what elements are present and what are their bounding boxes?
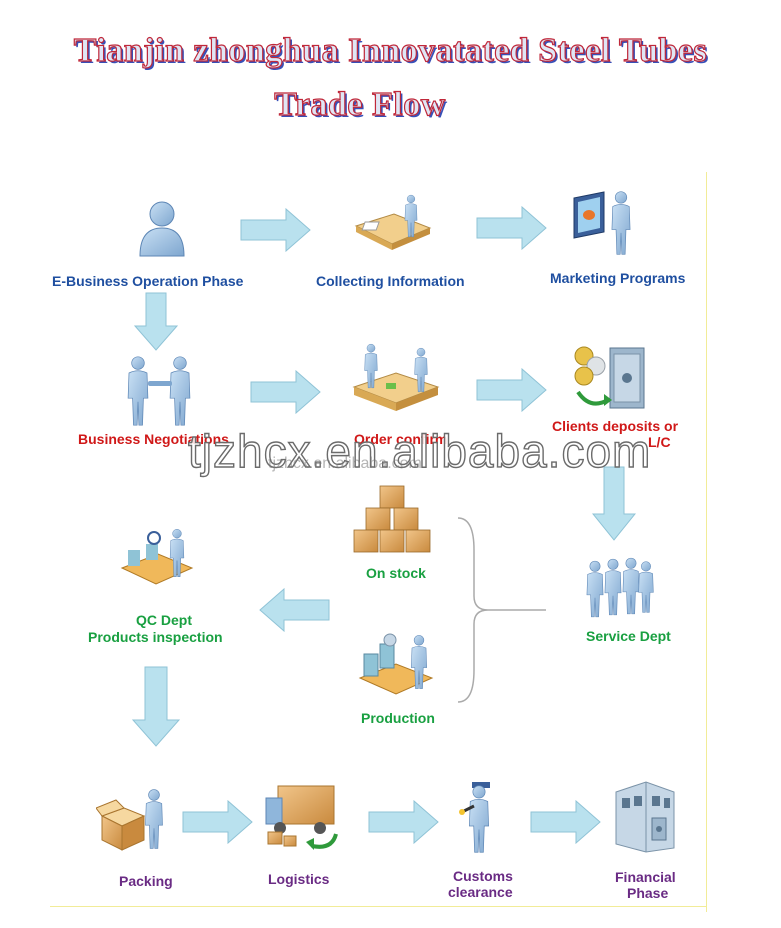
packing-label: Packing bbox=[119, 873, 173, 889]
logistics-truck-icon bbox=[262, 780, 342, 852]
deposits-label-line1: Clients deposits or bbox=[552, 418, 679, 434]
qc-label-line2: Products inspection bbox=[88, 629, 223, 645]
arrow-deposits-to-service bbox=[592, 466, 636, 541]
marketing-label: Marketing Programs bbox=[550, 270, 686, 286]
negotiations-label: Business Negotiations bbox=[78, 431, 229, 447]
marketing-screen-icon bbox=[570, 188, 640, 258]
order-label: Order confirm bbox=[354, 431, 448, 447]
customs-label-line2: clearance bbox=[448, 884, 513, 900]
ebusiness-person-icon bbox=[132, 198, 192, 258]
negotiations-handshake-icon bbox=[122, 355, 198, 427]
production-label: Production bbox=[361, 710, 435, 726]
arrow-ebusiness-to-negotiations bbox=[134, 292, 178, 351]
arrow-order-to-deposits bbox=[476, 368, 547, 412]
financial-label-line1: Financial bbox=[615, 869, 676, 885]
watermark-small: tjzhcx.en.alibaba.com bbox=[268, 455, 422, 472]
on-stock-label: On stock bbox=[366, 565, 426, 581]
collecting-label: Collecting Information bbox=[316, 273, 465, 289]
customs-label-line1: Customs bbox=[453, 868, 513, 884]
arrow-packing-to-logistics bbox=[182, 800, 253, 844]
frame-right-line bbox=[706, 172, 707, 912]
arrow-ebusiness-to-collecting bbox=[240, 208, 311, 252]
packing-box-icon bbox=[96, 786, 170, 854]
logistics-label: Logistics bbox=[268, 871, 330, 887]
frame-bottom-line bbox=[50, 906, 707, 907]
arrow-logistics-to-customs bbox=[368, 800, 439, 844]
service-label: Service Dept bbox=[586, 628, 671, 644]
financial-building-icon bbox=[612, 778, 678, 854]
service-team-icon bbox=[580, 548, 658, 626]
qc-label-line1: QC Dept bbox=[136, 612, 192, 628]
arrow-collecting-to-marketing bbox=[476, 206, 547, 250]
arrow-negotiations-to-order bbox=[250, 370, 321, 414]
customs-officer-icon bbox=[458, 782, 502, 854]
diagram-subtitle: Trade Flow bbox=[274, 85, 446, 123]
ebusiness-label: E-Business Operation Phase bbox=[52, 273, 244, 289]
financial-label-line2: Phase bbox=[627, 885, 669, 901]
arrow-stock-to-qc bbox=[259, 588, 330, 632]
watermark-large: tjzhcx.en.alibaba.com bbox=[187, 424, 652, 477]
deposits-label-line2: L/C bbox=[648, 434, 671, 450]
collecting-desk-icon bbox=[352, 192, 434, 254]
arrow-qc-to-packing bbox=[132, 666, 180, 747]
order-meeting-icon bbox=[350, 343, 442, 415]
on-stock-boxes-icon bbox=[350, 482, 436, 558]
production-factory-icon bbox=[356, 630, 436, 704]
deposits-safe-icon bbox=[570, 344, 650, 416]
diagram-title: Tianjin zhonghua Innovatated Steel Tubes bbox=[73, 31, 708, 69]
merge-bracket bbox=[457, 517, 546, 703]
qc-inspection-icon bbox=[118, 528, 198, 590]
arrow-customs-to-financial bbox=[530, 800, 601, 844]
